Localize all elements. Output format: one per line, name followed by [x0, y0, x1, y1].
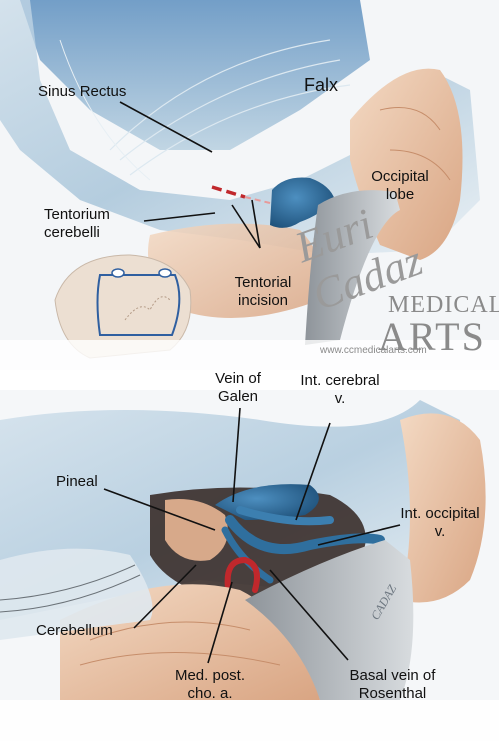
label-int-occipital-line2: v. — [434, 523, 446, 540]
label-med-post-line2: cho. a. — [187, 685, 233, 702]
label-tentorium-line2: cerebelli — [44, 224, 100, 241]
label-falx: Falx — [304, 75, 339, 95]
label-tentorial-line1: Tentorial — [234, 274, 292, 291]
label-sinus-rectus: Sinus Rectus — [38, 83, 127, 100]
label-basal-vein: Basal vein of Rosenthal — [335, 667, 450, 703]
label-occipital-lobe: Occipital lobe — [355, 168, 445, 204]
label-tentorium-line1: Tentorium — [44, 206, 110, 223]
leader-lines — [103, 101, 401, 664]
occipital-bottom-shape — [400, 413, 486, 603]
choroidal-artery-shape — [224, 556, 260, 593]
label-int-cerebral-line1: Int. cerebral — [300, 372, 380, 389]
label-vein-galen-line2: Galen — [217, 388, 259, 405]
retractor-bottom — [245, 540, 414, 700]
label-tentorium: Tentorium cerebelli — [44, 206, 110, 242]
label-int-cerebral: Int. cerebral v. — [285, 372, 395, 408]
label-occipital-line2: lobe — [385, 186, 415, 203]
label-int-occipital-line1: Int. occipital — [400, 505, 480, 522]
watermark-medical: MEDICAL — [388, 292, 499, 318]
label-tentorial-incision: Tentorial incision — [218, 274, 308, 310]
incision-vein — [270, 177, 335, 228]
watermark-url: www.ccmedicalarts.com — [320, 345, 427, 356]
label-occipital-line1: Occipital — [371, 168, 429, 185]
label-med-post-line1: Med. post. — [174, 667, 246, 684]
label-pineal: Pineal — [56, 473, 98, 490]
label-basal-line2: Rosenthal — [358, 685, 427, 702]
retractor-top — [305, 190, 400, 345]
falx-shape — [20, 0, 370, 150]
label-vein-of-galen: Vein of Galen — [198, 370, 278, 406]
label-int-cerebral-line2: v. — [334, 390, 346, 407]
label-int-occipital: Int. occipital v. — [385, 505, 495, 541]
label-vein-galen-line1: Vein of — [215, 370, 261, 387]
watermark-arts: ARTS — [378, 314, 486, 359]
cerebellum-top-shape — [148, 223, 323, 318]
top-panel — [0, 0, 499, 370]
label-cerebellum: Cerebellum — [36, 622, 113, 639]
bottom-panel — [0, 390, 499, 741]
label-basal-line1: Basal vein of — [349, 667, 436, 684]
pineal-body — [165, 499, 228, 561]
incision-dash — [211, 185, 246, 199]
label-med-post-cho: Med. post. cho. a. — [160, 667, 260, 703]
int-occipital-vein-shape — [225, 515, 385, 555]
label-tentorial-line2: incision — [237, 292, 289, 309]
